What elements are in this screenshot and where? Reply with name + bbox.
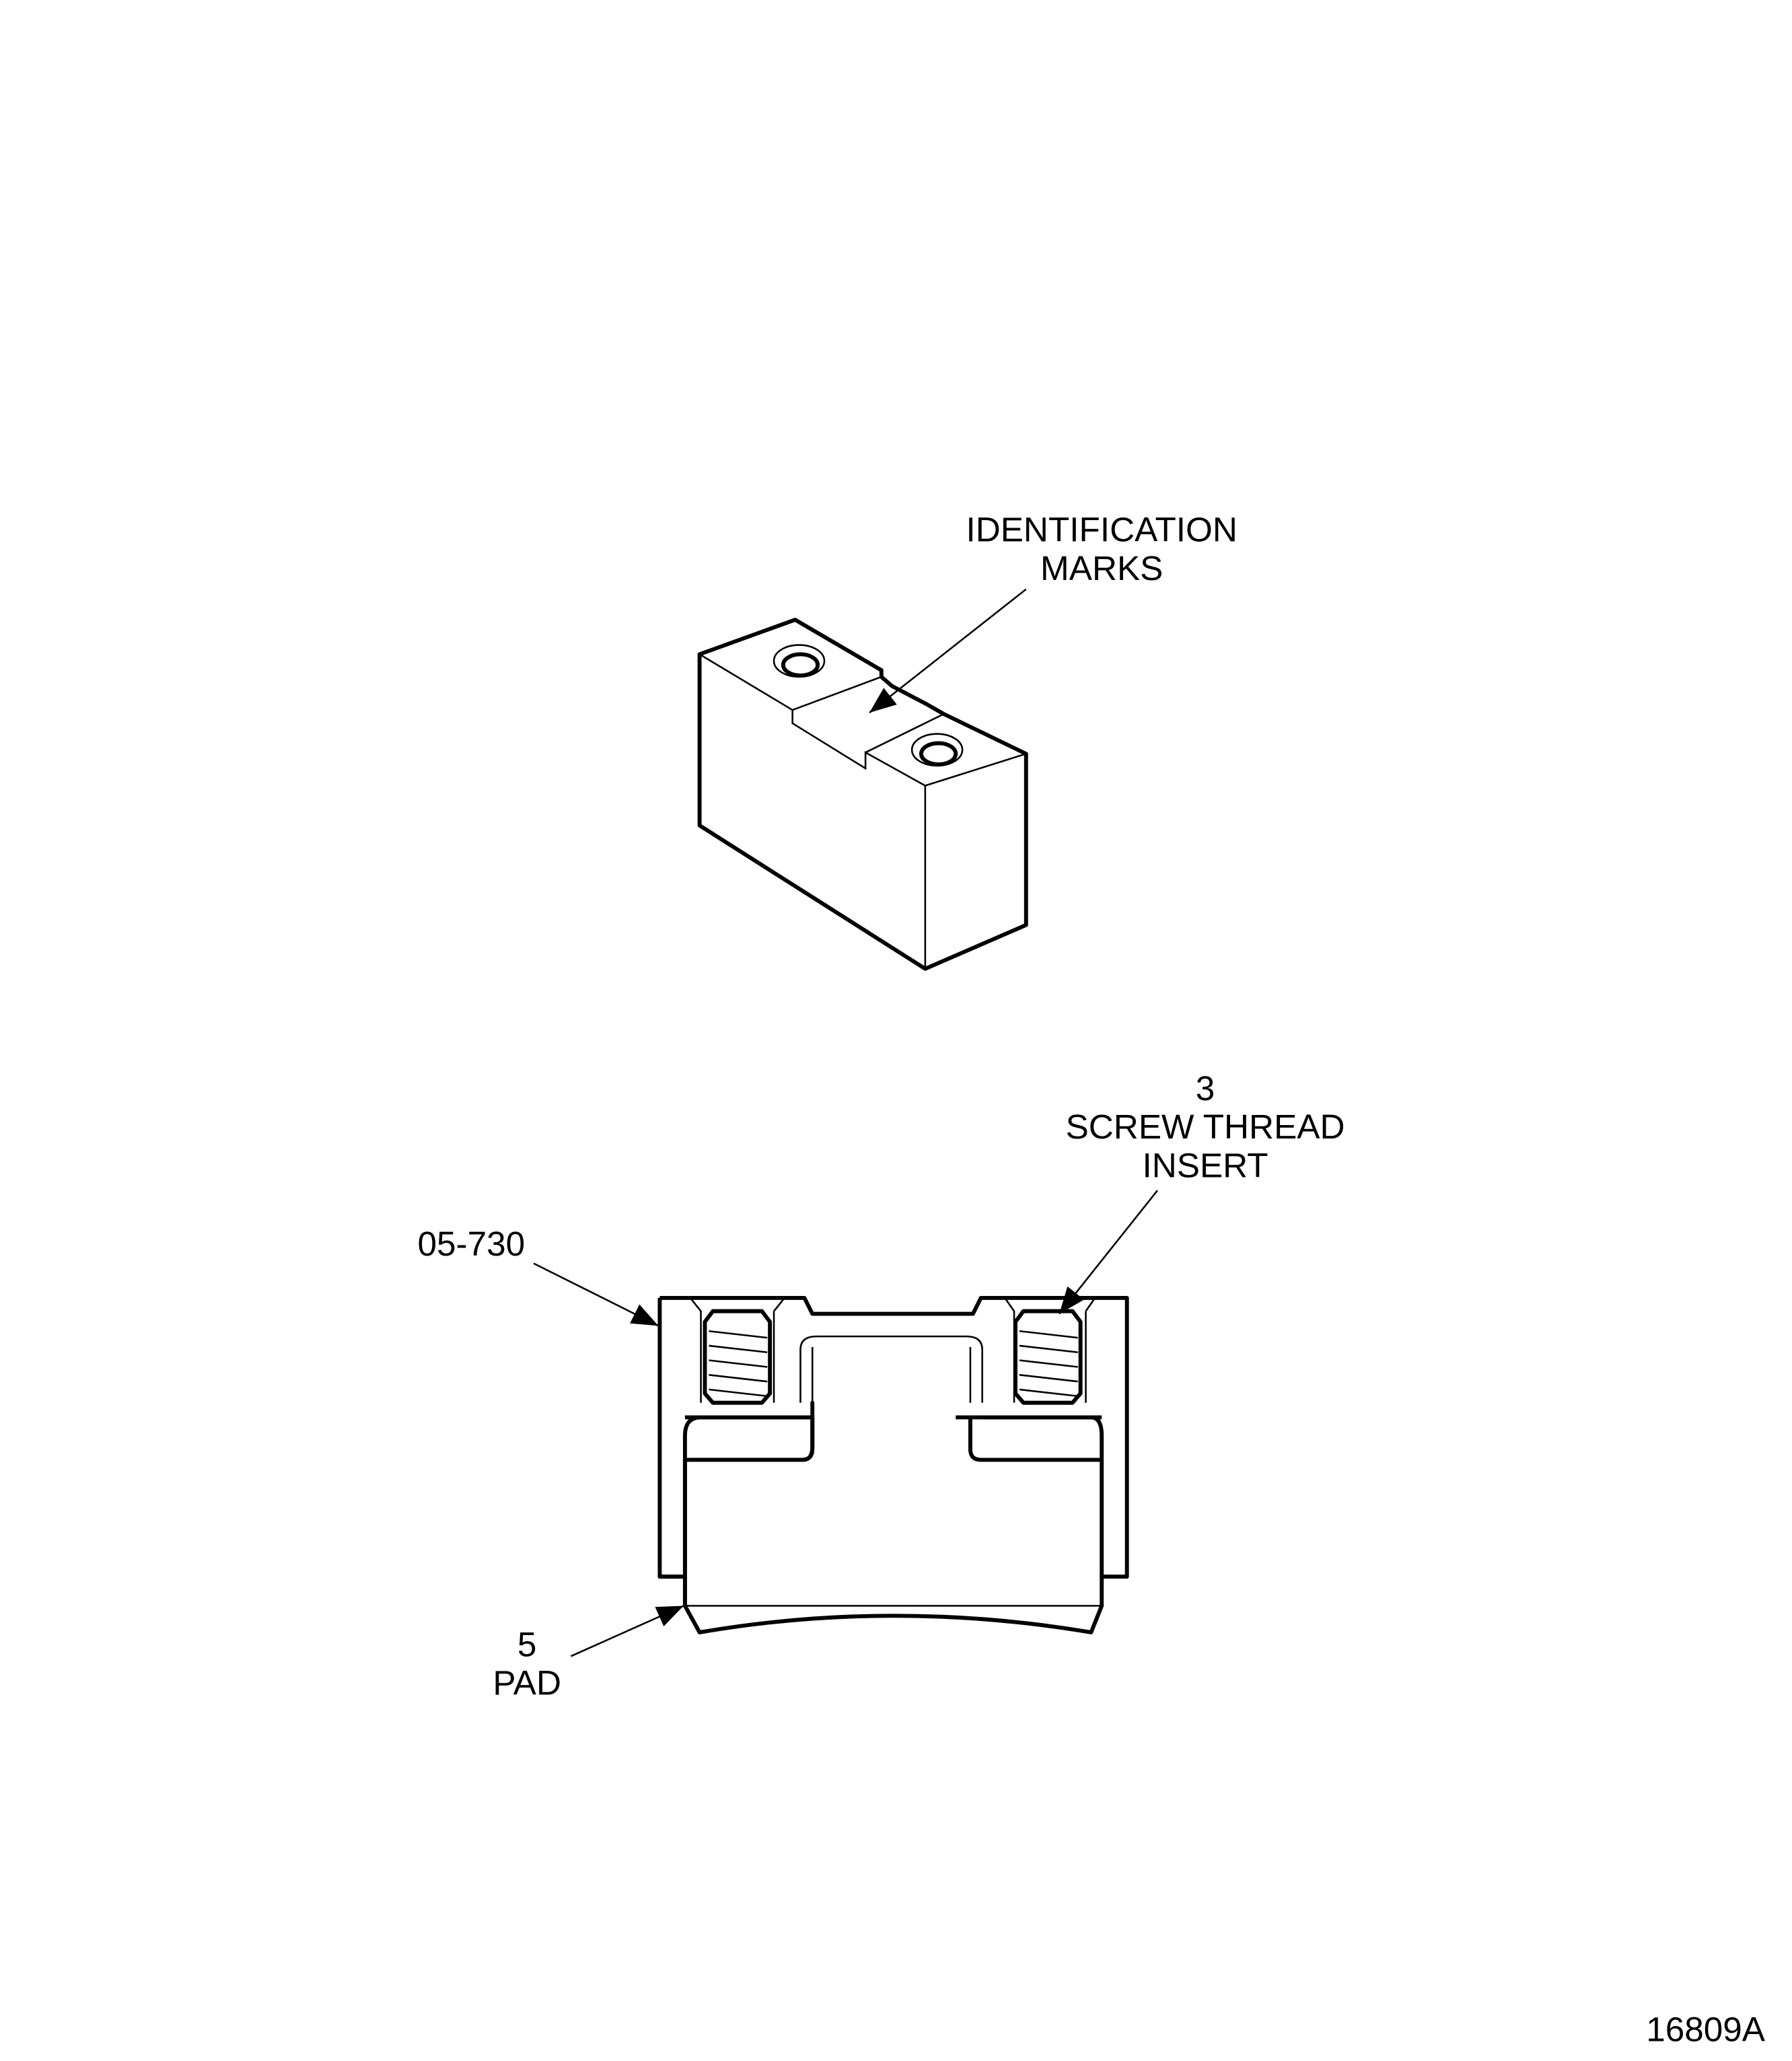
pad-arrow: [570, 1605, 684, 1657]
insert-label: SCREW THREAD: [1066, 1108, 1345, 1146]
jaw-block-isometric: [697, 618, 1028, 971]
identification-label-2: MARKS: [1040, 549, 1163, 587]
figure-number: 16809A: [1646, 2010, 1766, 2048]
notch-edge: [792, 676, 882, 711]
insert-label-2: INSERT: [1143, 1146, 1268, 1184]
pad-outline: [682, 1400, 1104, 1634]
insert-outline: [1013, 1309, 1083, 1405]
thread-lines: [1019, 1330, 1078, 1398]
notch-edge: [865, 713, 945, 754]
insert-number: 3: [1196, 1069, 1215, 1108]
bridge-inner-edges: [811, 1346, 972, 1403]
body-part-number: 05-730: [418, 1225, 526, 1263]
body-left-edge: [657, 1297, 685, 1579]
jaw-section-view: [657, 1295, 1129, 1634]
insert-arrow: [1059, 1190, 1159, 1315]
bolt-hole-inner: [781, 652, 820, 678]
pad-shoulders: [682, 1415, 1102, 1606]
pad-label: PAD: [493, 1664, 561, 1702]
screw-thread-insert: [1013, 1309, 1083, 1405]
block-outline: [697, 618, 1028, 971]
screw-thread-insert: [703, 1309, 773, 1405]
identification-label: IDENTIFICATION: [966, 511, 1237, 549]
pad-number: 5: [517, 1625, 537, 1663]
insert-outline: [703, 1309, 773, 1405]
bolt-hole-inner: [919, 741, 958, 767]
pad: [682, 1400, 1104, 1634]
identification-arrow: [869, 588, 1027, 714]
bridge-inner-edges: [689, 1297, 983, 1403]
body-arrow: [533, 1262, 659, 1327]
block-top-edges: [698, 653, 1027, 787]
thread-lines: [709, 1330, 768, 1398]
